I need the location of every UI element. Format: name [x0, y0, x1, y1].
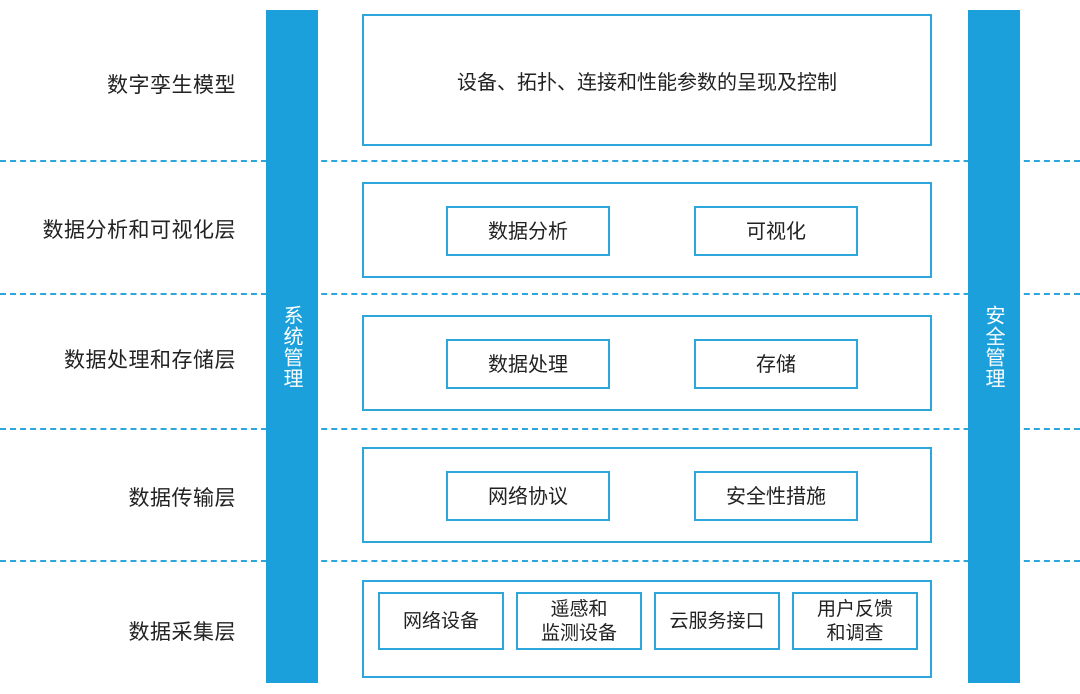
layer-divider [0, 428, 1080, 430]
transport-layer-box: 网络协议 安全性措施 [362, 447, 932, 543]
component-visualization: 可视化 [694, 206, 858, 256]
layer-label-processing-storage: 数据处理和存储层 [64, 348, 236, 372]
component-data-processing: 数据处理 [446, 339, 610, 389]
layer-divider [0, 293, 1080, 295]
layer-label-transport: 数据传输层 [128, 486, 236, 510]
component-storage: 存储 [694, 339, 858, 389]
component-security-measures: 安全性措施 [694, 471, 858, 521]
digital-twin-box: 设备、拓扑、连接和性能参数的呈现及控制 [362, 14, 932, 146]
component-remote-sensing-devices: 遥感和 监测设备 [516, 592, 642, 650]
layer-divider [0, 560, 1080, 562]
analysis-layer-box: 数据分析 可视化 [362, 182, 932, 278]
security-management-bar: 安全管理 [968, 10, 1020, 683]
security-management-label: 安全管理 [982, 304, 1006, 389]
component-network-devices: 网络设备 [378, 592, 504, 650]
layer-divider [0, 160, 1080, 162]
layer-label-digital-twin: 数字孪生模型 [107, 73, 236, 97]
processing-layer-box: 数据处理 存储 [362, 315, 932, 411]
system-management-bar: 系统管理 [266, 10, 318, 683]
digital-twin-description: 设备、拓扑、连接和性能参数的呈现及控制 [457, 69, 837, 94]
layer-label-analysis-visualization: 数据分析和可视化层 [42, 218, 236, 242]
component-network-protocol: 网络协议 [446, 471, 610, 521]
collection-layer-box: 网络设备 遥感和 监测设备 云服务接口 用户反馈 和调查 [362, 580, 932, 678]
component-data-analysis: 数据分析 [446, 206, 610, 256]
layer-label-collection: 数据采集层 [128, 620, 236, 644]
system-management-label: 系统管理 [280, 304, 304, 389]
component-user-feedback-survey: 用户反馈 和调查 [792, 592, 918, 650]
component-cloud-service-interface: 云服务接口 [654, 592, 780, 650]
